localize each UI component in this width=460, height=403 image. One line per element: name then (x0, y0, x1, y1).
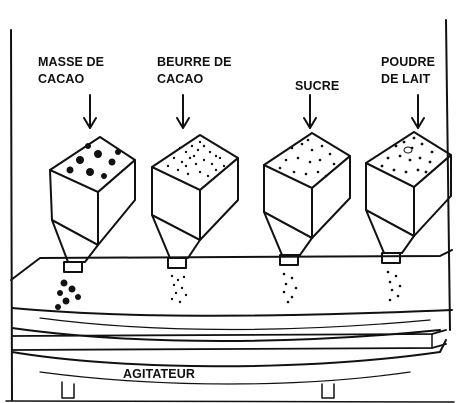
conveyor-top-edge (10, 249, 453, 281)
frame-right-edge (445, 19, 451, 331)
falling-poudre-de-lait (386, 270, 402, 302)
arrow-beurre-de-cacao (176, 94, 190, 129)
contents-beurre-de-cacao (166, 140, 226, 178)
hopper-poudre-de-lait (365, 131, 452, 264)
label-masse-de-cacao-line1: MASSE DE (38, 55, 105, 69)
label-poudre-de-lait-line2: DE LAIT (381, 72, 431, 86)
frame-left-edge (10, 29, 13, 401)
arrow-poudre-de-lait (411, 94, 425, 129)
label-masse-de-cacao-line2: CACAO (38, 72, 85, 86)
hopper-sucre (263, 132, 351, 266)
hopper-masse-de-cacao (49, 136, 136, 273)
trough-bottom (11, 339, 447, 368)
trough-middle-line (39, 317, 431, 331)
falling-sucre (282, 272, 298, 304)
label-masse-de-cacao: MASSE DE CACAO (38, 54, 104, 88)
falling-beurre-de-cacao (170, 274, 188, 304)
agitator-shaft-bottom (11, 343, 447, 351)
support-foot-left (61, 381, 75, 399)
arrow-masse-de-cacao (83, 94, 97, 129)
agitator-shaft-top (11, 329, 447, 337)
trough-rim (11, 307, 453, 317)
frame-bottom-edge (5, 400, 455, 403)
contents-sucre (278, 138, 336, 178)
label-beurre-de-cacao-line1: BEURRE DE (157, 55, 232, 69)
label-agitateur: AGITATEUR (123, 367, 195, 381)
label-beurre-de-cacao: BEURRE DE CACAO (157, 54, 232, 88)
arrow-sucre (303, 94, 317, 129)
label-poudre-de-lait-line1: POUDRE (381, 55, 436, 69)
label-sucre: SUCRE (295, 78, 339, 95)
label-poudre-de-lait: POUDRE DE LAIT (381, 54, 435, 88)
support-foot-right (321, 383, 335, 399)
falling-masse-de-cacao (55, 279, 81, 310)
contents-masse-de-cacao (66, 143, 121, 179)
hopper-beurre-de-cacao (151, 134, 239, 269)
trough-base-line (39, 371, 411, 385)
contents-poudre-de-lait (380, 136, 434, 174)
label-sucre-line1: SUCRE (295, 79, 340, 93)
label-beurre-de-cacao-line2: CACAO (157, 72, 204, 86)
